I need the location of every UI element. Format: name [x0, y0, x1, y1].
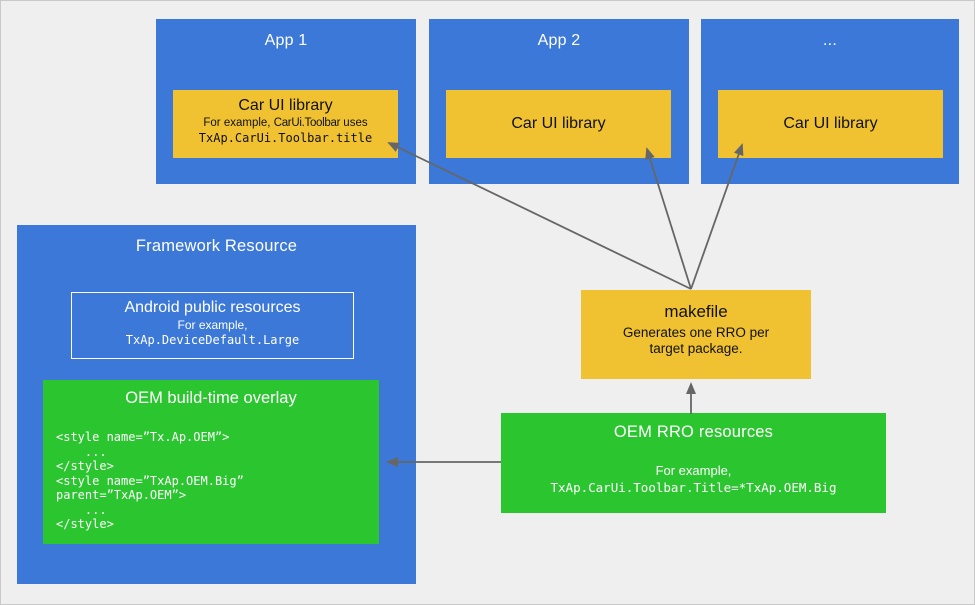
android-public-resources-box: Android public resources For example, Tx…	[71, 292, 354, 359]
oem-build-time-overlay-title: OEM build-time overlay	[125, 389, 297, 407]
oem-rro-example-label: For example,	[655, 463, 732, 478]
framework-resource-box: Framework Resource Android public resour…	[17, 225, 416, 584]
app-ellipsis-box: ... Car UI library	[701, 19, 959, 184]
app2-box: App 2 Car UI library	[429, 19, 689, 184]
app2-lib-title: Car UI library	[511, 115, 606, 132]
app2-car-ui-library-box: Car UI library	[446, 90, 671, 158]
app-ellipsis-car-ui-library-box: Car UI library	[718, 90, 943, 158]
app1-lib-title: Car UI library	[238, 97, 333, 114]
oem-rro-example-code: TxAp.CarUi.Toolbar.Title=*TxAp.OEM.Big	[550, 480, 837, 495]
makefile-title: makefile	[664, 302, 728, 321]
app2-title: App 2	[537, 32, 581, 49]
app-ellipsis-title: ...	[823, 32, 837, 49]
app1-box: App 1 Car UI library For example, CarUi.…	[156, 19, 416, 184]
oem-rro-resources-title: OEM RRO resources	[613, 423, 774, 441]
framework-resource-title: Framework Resource	[135, 237, 298, 255]
app1-lib-example-line: For example, CarUi.Toolbar uses	[203, 117, 368, 129]
app1-car-ui-library-box: Car UI library For example, CarUi.Toolba…	[173, 90, 398, 158]
makefile-box: makefile Generates one RRO per target pa…	[581, 290, 811, 379]
app1-lib-example-code: TxAp.CarUi.Toolbar.title	[198, 131, 373, 145]
oem-build-time-overlay-box: OEM build-time overlay <style name=”Tx.A…	[43, 380, 379, 544]
makefile-description: Generates one RRO per target package.	[622, 325, 770, 356]
app1-title: App 1	[264, 32, 308, 49]
android-public-resources-example-code: TxAp.DeviceDefault.Large	[125, 333, 300, 347]
oem-rro-resources-box: OEM RRO resources For example, TxAp.CarU…	[501, 413, 886, 513]
oem-build-time-overlay-code: <style name=”Tx.Ap.OEM”> ... </style> <s…	[56, 430, 244, 531]
app-ellipsis-lib-title: Car UI library	[783, 115, 878, 132]
android-public-resources-title: Android public resources	[124, 299, 301, 316]
android-public-resources-example-label: For example,	[177, 318, 248, 332]
